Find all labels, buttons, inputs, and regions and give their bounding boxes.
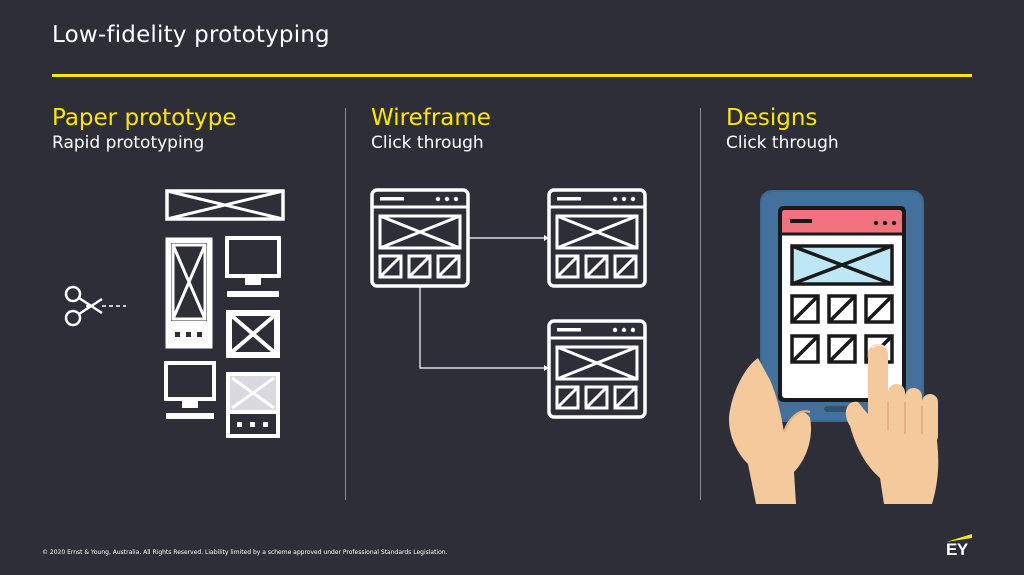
wireframe-flow xyxy=(370,188,647,419)
designs-title: Designs xyxy=(726,105,818,131)
column-divider-left xyxy=(345,108,346,500)
phone-wireframe-icon xyxy=(165,237,213,349)
monitor-icon xyxy=(225,236,281,297)
slide-title: Low-fidelity prototyping xyxy=(52,22,330,48)
wireframe-title: Wireframe xyxy=(371,105,491,131)
designs-subtitle: Click through xyxy=(726,133,839,153)
image-placeholder-icon xyxy=(226,310,280,358)
banner-wireframe-icon xyxy=(165,189,285,221)
monitor-icon-small xyxy=(164,361,216,419)
mobile-card-icon xyxy=(226,372,280,438)
tablet-icon xyxy=(728,190,939,504)
wireframe-subtitle: Click through xyxy=(371,133,484,153)
left-hand xyxy=(728,358,812,504)
ey-logo xyxy=(946,534,972,542)
right-hand xyxy=(845,344,939,504)
paper-prototype-subtitle: Rapid prototyping xyxy=(52,133,205,153)
column-divider-right xyxy=(700,108,701,500)
ey-logo-text: EY xyxy=(946,540,968,559)
copyright-footer: © 2020 Ernst & Young, Australia. All Rig… xyxy=(42,549,448,556)
paper-prototype-title: Paper prototype xyxy=(52,105,237,131)
title-underline xyxy=(52,74,972,77)
scissors-icon xyxy=(64,285,126,327)
